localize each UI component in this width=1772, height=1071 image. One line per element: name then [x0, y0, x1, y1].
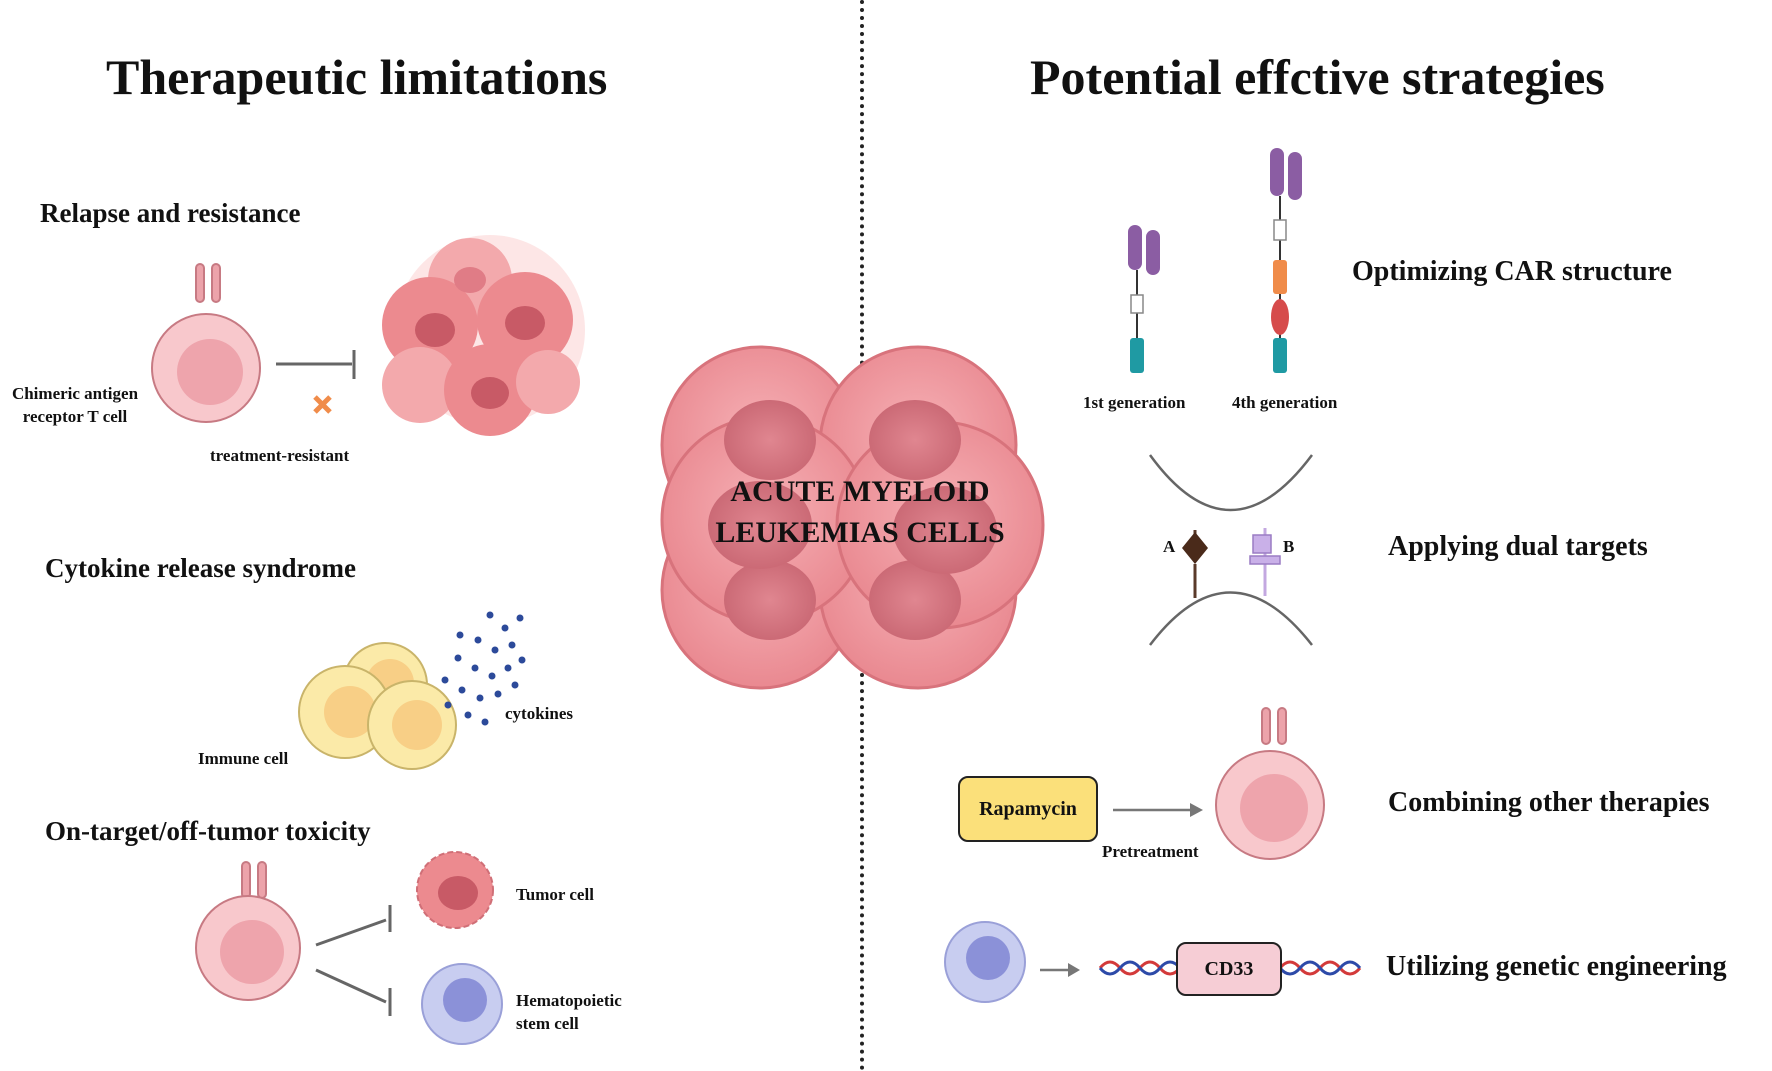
aml-cell-cluster: [660, 345, 1045, 690]
label-1st-generation: 1st generation: [1083, 393, 1186, 412]
strategy-optimizing-car: Optimizing CAR structure: [1352, 256, 1672, 287]
label-treatment-resistant: treatment-resistant: [210, 446, 350, 465]
strategy-combining-therapies: Combining other therapies: [1388, 787, 1710, 818]
x-mark-icon: [313, 395, 332, 414]
inhibition-arrow-hsc: [315, 968, 392, 1016]
resistant-tumor-cluster: [382, 235, 585, 436]
strategy-genetic-engineering: Utilizing genetic engineering: [1386, 951, 1727, 982]
inhibition-arrow-1: [276, 350, 356, 379]
heading-relapse: Relapse and resistance: [40, 198, 301, 228]
hsc-cell: [421, 963, 503, 1045]
immune-cells: [298, 642, 457, 770]
inhibition-arrow-tumor: [315, 905, 392, 947]
car-1st-generation: [1128, 225, 1160, 373]
car-t-cell-1: [151, 263, 261, 423]
label-hsc-line1: Hematopoietic: [516, 991, 622, 1010]
right-title: Potential effctive strategies: [1030, 49, 1605, 105]
label-target-b: B: [1283, 537, 1295, 556]
label-tumor-cell: Tumor cell: [516, 885, 594, 904]
label-target-a: A: [1163, 537, 1176, 556]
strategy-dual-targets: Applying dual targets: [1388, 531, 1648, 562]
cd33-box: CD33: [1176, 942, 1282, 996]
car-4th-generation: [1270, 148, 1302, 373]
dna-strand: [1098, 960, 1362, 976]
label-cytokines: cytokines: [505, 704, 573, 723]
left-title: Therapeutic limitations: [106, 49, 608, 105]
cytokine-dots: [441, 611, 526, 726]
pretreatment-arrow: [1113, 803, 1203, 817]
engineered-cell: [944, 921, 1026, 1003]
rapamycin-box: Rapamycin: [958, 776, 1098, 842]
label-pretreatment: Pretreatment: [1102, 842, 1199, 861]
aml-label-line1: ACUTE MYELOID: [730, 475, 990, 508]
label-car-t-line1: Chimeric antigen: [11, 384, 139, 403]
gene-arrow: [1040, 963, 1080, 977]
heading-cytokine-release: Cytokine release syndrome: [45, 553, 356, 583]
label-hsc-line2: stem cell: [516, 1014, 579, 1033]
aml-label-line2: LEUKEMIAS CELLS: [715, 516, 1005, 549]
car-t-cell-3: [1215, 707, 1325, 860]
label-immune-cell: Immune cell: [198, 749, 289, 768]
label-car-t-line2: receptor T cell: [22, 407, 128, 426]
dual-targets-diagram: [1148, 454, 1314, 646]
heading-on-target-toxicity: On-target/off-tumor toxicity: [45, 816, 371, 846]
car-t-cell-2: [195, 861, 301, 1001]
label-4th-generation: 4th generation: [1232, 393, 1338, 412]
tumor-cell: [416, 851, 494, 929]
